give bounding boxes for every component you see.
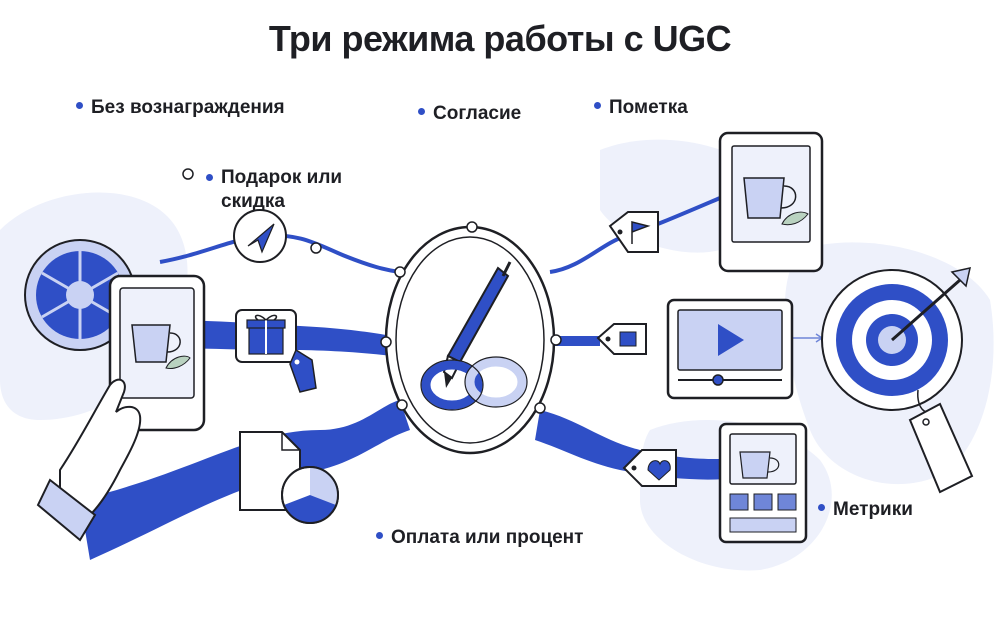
page-title: Три режима работы с UGC xyxy=(268,18,732,59)
video-player xyxy=(666,298,794,400)
bullet-dot xyxy=(76,102,83,110)
label-metrics: Метрики xyxy=(818,498,913,522)
gift-tag-icon xyxy=(596,323,647,355)
mug-icon xyxy=(739,451,780,479)
ribbon-payment-right xyxy=(535,410,740,480)
label-payment-or-percent: Оплата или процент xyxy=(376,526,583,550)
tablet-with-mug xyxy=(718,131,824,273)
handshake-icon xyxy=(622,449,677,487)
send-arrow-icon xyxy=(233,209,287,263)
gift-icon xyxy=(235,309,297,363)
label-no-reward: Без вознаграждения xyxy=(76,96,285,120)
hand-icon xyxy=(36,378,142,542)
pie-chart-icon xyxy=(281,466,339,524)
label-mark: Пометка xyxy=(594,96,688,120)
camera-shutter-icon xyxy=(24,239,136,351)
label-consent: Согласие xyxy=(418,102,521,126)
target-icon xyxy=(821,267,971,411)
mug-icon xyxy=(743,177,809,226)
bullet-dot xyxy=(418,108,425,116)
node-dot xyxy=(182,168,194,180)
node-dot xyxy=(310,242,322,254)
bullet-dot xyxy=(206,174,213,181)
label-gift-or-discount: Подарок или скидка xyxy=(206,166,342,214)
bullet-dot xyxy=(818,504,825,512)
rings-icon xyxy=(420,356,528,411)
bullet-dot xyxy=(376,532,383,540)
price-tag-icon xyxy=(908,389,974,494)
play-icon xyxy=(718,324,744,356)
metrics-tablet xyxy=(718,422,808,544)
line-no-reward xyxy=(159,233,401,274)
tag-icon xyxy=(289,348,317,393)
mug-icon xyxy=(131,324,191,369)
ribbon-gift-right xyxy=(555,336,600,346)
flag-icon xyxy=(608,211,659,253)
phone-with-mug xyxy=(108,274,206,432)
bullet-dot xyxy=(594,102,601,110)
